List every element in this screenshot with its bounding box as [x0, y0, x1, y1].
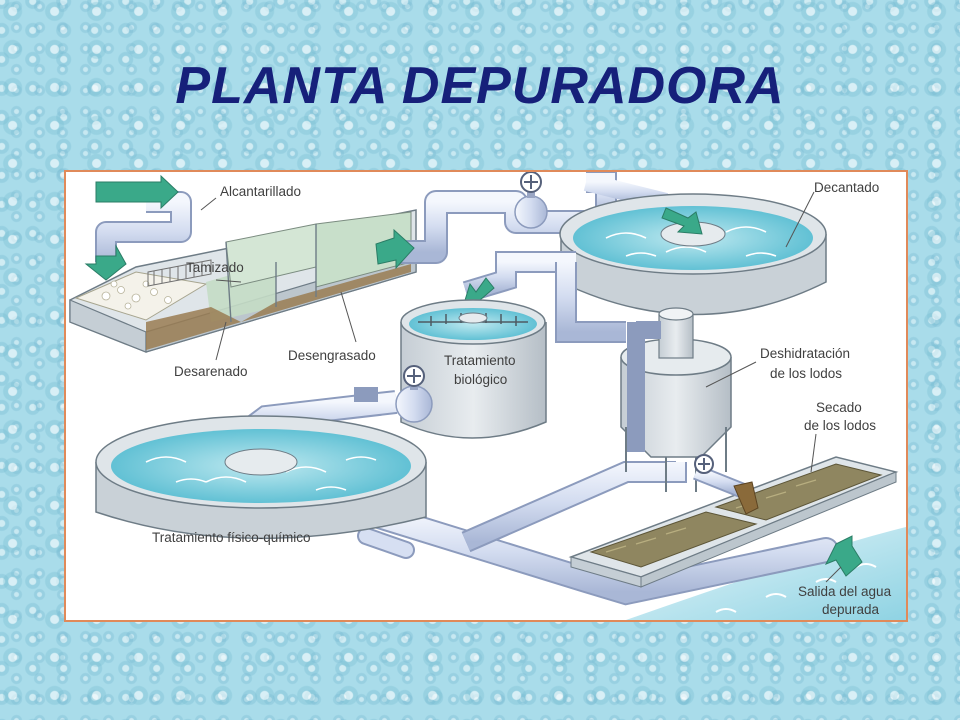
label-fisico-quimico: Tratamiento físico-químico	[152, 530, 311, 545]
label-leaders	[200, 191, 842, 583]
pretreatment-channel	[69, 209, 417, 353]
label-desarenado: Desarenado	[174, 364, 248, 379]
label-deshidratacion-1: Deshidratación	[760, 346, 850, 361]
outlet-arrow	[824, 535, 863, 577]
label-tamizado: Tamizado	[186, 260, 244, 275]
label-salida-1: Salida del agua	[798, 584, 892, 599]
sludge-drying-beds	[568, 454, 899, 588]
label-desengrasado: Desengrasado	[288, 348, 376, 363]
label-secado-1: Secado	[816, 400, 862, 415]
pipe-to-decanter	[375, 172, 586, 270]
biological-tank	[400, 299, 547, 439]
label-decantado: Decantado	[814, 180, 879, 195]
label-tratamiento-biologico-2: biológico	[454, 372, 507, 387]
diagram-frame: Alcantarillado Tamizado Desarenado Desen…	[64, 170, 908, 622]
page-title: PLANTA DEPURADORA	[175, 57, 785, 115]
water-treatment-diagram: Alcantarillado Tamizado Desarenado Desen…	[69, 172, 906, 620]
label-tratamiento-biologico-1: Tratamiento	[444, 353, 516, 368]
sludge-pipe	[461, 461, 687, 553]
label-deshidratacion-2: de los lodos	[770, 366, 842, 381]
label-alcantarillado: Alcantarillado	[220, 184, 301, 199]
sewer-inlet-pipe	[84, 174, 192, 281]
label-salida-2: depurada	[822, 602, 880, 617]
label-secado-2: de los lodos	[804, 418, 876, 433]
pipe-to-biological	[461, 251, 626, 343]
decanter-tank	[559, 193, 827, 316]
dehydration-silo	[620, 307, 732, 492]
physicochemical-tank	[95, 415, 427, 540]
